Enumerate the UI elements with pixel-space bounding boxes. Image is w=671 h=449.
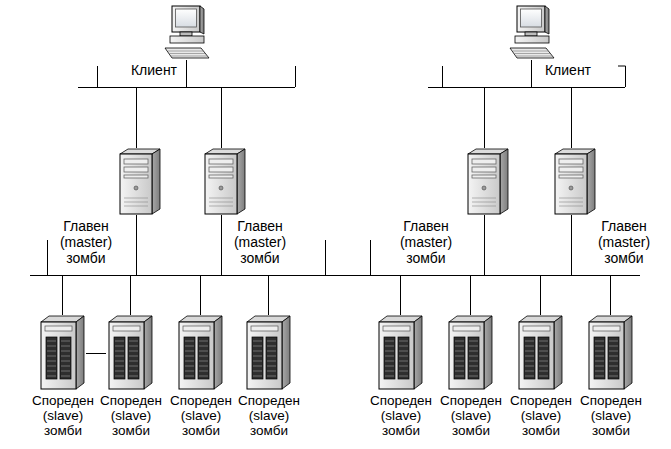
node-label: Главен (master) зомби xyxy=(226,218,294,266)
network-link xyxy=(131,215,222,315)
slave-zombie-server: Спореден (slave) зомби xyxy=(176,315,224,390)
slave-zombie-server: Спореден (slave) зомби xyxy=(38,315,86,390)
slave-zombie-server: Спореден (slave) зомби xyxy=(446,315,494,390)
rack-icon xyxy=(516,315,564,390)
node-label: Спореден (slave) зомби xyxy=(167,393,235,438)
network-link xyxy=(137,215,541,315)
network-link xyxy=(222,215,471,315)
network-link xyxy=(131,215,485,315)
tower-icon xyxy=(458,148,510,215)
master-zombie-server: Главен (master) зомби xyxy=(458,148,510,215)
network-link xyxy=(471,215,485,315)
rack-icon xyxy=(586,315,634,390)
network-link xyxy=(222,215,401,315)
node-label: Спореден (slave) зомби xyxy=(507,393,575,438)
node-label: Клиент xyxy=(540,62,596,78)
rack-icon xyxy=(106,315,154,390)
bus-stub xyxy=(295,66,296,87)
rack-icon xyxy=(38,315,86,390)
slave-zombie-server: Спореден (slave) зомби xyxy=(516,315,564,390)
client-computer: Клиент xyxy=(160,5,212,60)
bus-stub xyxy=(370,240,371,275)
tower-icon xyxy=(545,148,597,215)
node-label: Главен (master) зомби xyxy=(590,218,658,266)
rack-icon xyxy=(244,315,292,390)
node-label: Спореден (slave) зомби xyxy=(235,393,303,438)
bus-stub xyxy=(618,66,626,87)
network-link xyxy=(63,215,572,315)
network-link xyxy=(269,215,572,315)
network-link xyxy=(222,215,541,315)
bus-stub xyxy=(97,66,98,87)
bus-stub xyxy=(47,240,48,275)
network-link xyxy=(201,215,572,315)
master-zombie-server: Главен (master) зомби xyxy=(545,148,597,215)
network-link xyxy=(541,215,572,315)
network-link xyxy=(201,215,485,315)
node-label: Главен (master) зомби xyxy=(52,218,120,266)
master-zombie-server: Главен (master) зомби xyxy=(195,148,247,215)
node-label: Спореден (slave) зомби xyxy=(367,393,435,438)
network-link xyxy=(201,215,222,315)
node-label: Главен (master) зомби xyxy=(392,218,460,266)
node-label: Клиент xyxy=(126,62,182,78)
network-link xyxy=(485,60,532,148)
slave-zombie-server: Спореден (slave) зомби xyxy=(106,315,154,390)
node-label: Спореден (slave) зомби xyxy=(97,393,165,438)
network-link xyxy=(222,215,611,315)
rack-icon xyxy=(376,315,424,390)
network-link xyxy=(63,215,485,315)
bus-stub xyxy=(325,240,326,275)
client-computer: Клиент xyxy=(505,5,557,60)
rack-icon xyxy=(446,315,494,390)
rack-icon xyxy=(176,315,224,390)
network-link xyxy=(86,353,106,354)
network-link xyxy=(137,215,201,315)
pc-icon xyxy=(160,5,212,60)
node-label: Спореден (slave) зомби xyxy=(577,393,645,438)
network-link xyxy=(187,60,222,148)
network-link xyxy=(137,215,471,315)
network-link xyxy=(485,215,541,315)
node-label: Спореден (slave) зомби xyxy=(29,393,97,438)
network-link xyxy=(269,215,485,315)
tower-icon xyxy=(195,148,247,215)
bus-stub xyxy=(442,66,443,87)
slave-zombie-server: Спореден (slave) зомби xyxy=(586,315,634,390)
slave-zombie-server: Спореден (slave) зомби xyxy=(376,315,424,390)
pc-icon xyxy=(505,5,557,60)
tower-icon xyxy=(110,148,162,215)
network-link xyxy=(131,215,572,315)
network-link xyxy=(131,215,137,315)
network-link xyxy=(471,215,572,315)
slave-zombie-server: Спореден (slave) зомби xyxy=(244,315,292,390)
master-zombie-server: Главен (master) зомби xyxy=(110,148,162,215)
node-label: Спореден (slave) зомби xyxy=(437,393,505,438)
network-link xyxy=(137,215,611,315)
